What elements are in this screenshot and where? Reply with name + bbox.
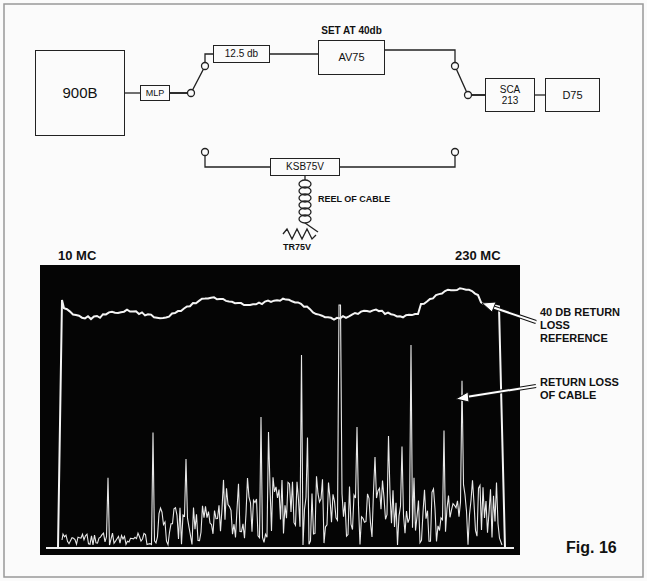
switch-contact [452, 63, 459, 70]
figure-caption: Fig. 16 [566, 538, 617, 557]
scope-baseline [46, 547, 514, 549]
coil-lead [305, 223, 318, 232]
box-label: MLP [146, 88, 165, 98]
switch-pivot [188, 90, 195, 97]
signal-line [340, 95, 485, 167]
pointer-arrow [482, 302, 536, 322]
coil-turn [299, 215, 311, 223]
instrument-box: SCA 213 [485, 78, 535, 112]
component-box: MLP [140, 85, 170, 101]
box-label: AV75 [338, 51, 364, 64]
signal-line [125, 93, 140, 94]
signal-line [170, 93, 270, 167]
box-label: KSB75V [286, 161, 324, 173]
switch-contacts [188, 63, 472, 156]
frame-border [4, 4, 643, 577]
switch-contact [202, 63, 209, 70]
switch-pivot [465, 92, 472, 99]
attenuator-box: 12.5 db [213, 45, 270, 63]
attenuator-box: SET AT 40dbAV75 [318, 40, 385, 75]
box-label: D75 [562, 89, 582, 102]
instrument-box: 900B [35, 50, 125, 136]
signal-line [170, 54, 213, 93]
box-label: SCA 213 [495, 84, 525, 107]
frequency-label: 10 MC [58, 248, 96, 264]
callout-text: 40 DB RETURN LOSS REFERENCE [540, 306, 626, 346]
box-label: 12.5 db [225, 48, 258, 60]
frequency-label: 230 MC [455, 248, 501, 264]
setting-note: SET AT 40db [321, 25, 382, 36]
pointer-arrow [456, 386, 536, 402]
cable-reel-coil [299, 176, 318, 232]
part-label: TR75V [283, 242, 311, 253]
signal-line [385, 50, 485, 95]
callout-text: RETURN LOSS OF CABLE [540, 376, 626, 402]
resistor-symbol [283, 229, 316, 239]
scope-screen [40, 265, 520, 555]
signal-line [270, 54, 318, 55]
box-label: 900B [62, 84, 97, 101]
reference-trace [58, 288, 505, 548]
bridge-box: KSB75V [270, 158, 340, 176]
switch-contact [202, 149, 209, 156]
cable-return-trace [62, 305, 502, 545]
signal-line [535, 95, 545, 96]
part-label: REEL OF CABLE [318, 194, 390, 205]
instrument-box: D75 [545, 78, 600, 112]
switch-contact [452, 149, 459, 156]
